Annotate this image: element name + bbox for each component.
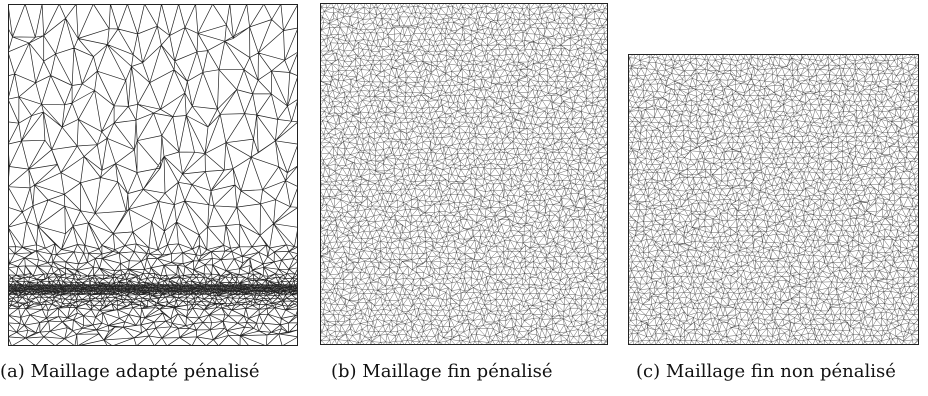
fine-penalized-mesh — [320, 3, 608, 345]
mesh-panel-a — [8, 4, 298, 346]
mesh-border — [320, 3, 608, 345]
caption-a: (a) Maillage adapté pénalisé — [0, 361, 260, 382]
caption-b: (b) Maillage fin pénalisé — [331, 361, 553, 382]
adapted-penalized-mesh — [8, 4, 298, 346]
mesh-panel-b — [320, 3, 608, 345]
mesh-border — [628, 54, 919, 345]
refinement-band — [8, 284, 298, 292]
caption-c: (c) Maillage fin non pénalisé — [636, 361, 896, 382]
mesh-lines — [628, 54, 919, 345]
mesh-lines — [8, 4, 298, 346]
mesh-border — [8, 4, 298, 346]
mesh-panel-c — [628, 54, 919, 345]
fine-unpenalized-mesh — [628, 54, 919, 345]
mesh-lines — [320, 3, 608, 345]
